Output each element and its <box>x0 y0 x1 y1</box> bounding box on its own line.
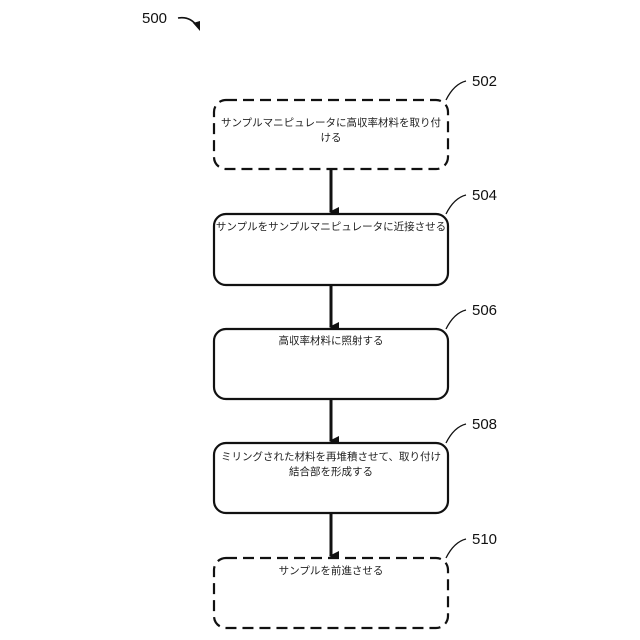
ref-number: 508 <box>472 416 497 433</box>
step-506: 高収率材料に照射する 506 <box>214 302 497 399</box>
step-504: サンプルをサンプルマニピュレータに近接させる 504 <box>214 187 497 285</box>
step-text-line: ける <box>321 132 342 144</box>
step-510: サンプルを前進させる 510 <box>214 531 497 628</box>
ref-leader-line <box>446 539 466 558</box>
step-text-line: サンプルを前進させる <box>279 564 384 577</box>
ref-leader-line <box>446 81 466 100</box>
step-text-line: サンプルをサンプルマニピュレータに近接させる <box>216 220 446 233</box>
step-502: サンプルマニピュレータに高収率材料を取り付 ける 502 <box>214 73 497 169</box>
ref-number: 510 <box>472 531 497 548</box>
ref-leader-line <box>446 195 466 214</box>
figure-pointer-arrow <box>178 18 197 26</box>
ref-number: 504 <box>472 187 497 204</box>
step-508: ミリングされた材料を再堆積させて、取り付け 結合部を形成する 508 <box>214 416 497 513</box>
step-text-line: ミリングされた材料を再堆積させて、取り付け <box>221 450 441 463</box>
ref-number: 502 <box>472 73 497 90</box>
step-text-line: 高収率材料に照射する <box>279 334 384 347</box>
figure-number: 500 <box>142 10 167 27</box>
ref-leader-line <box>446 310 466 329</box>
step-text-line: 結合部を形成する <box>289 465 373 478</box>
step-text-line: サンプルマニピュレータに高収率材料を取り付 <box>221 116 441 129</box>
ref-number: 506 <box>472 302 497 319</box>
ref-leader-line <box>446 424 466 443</box>
